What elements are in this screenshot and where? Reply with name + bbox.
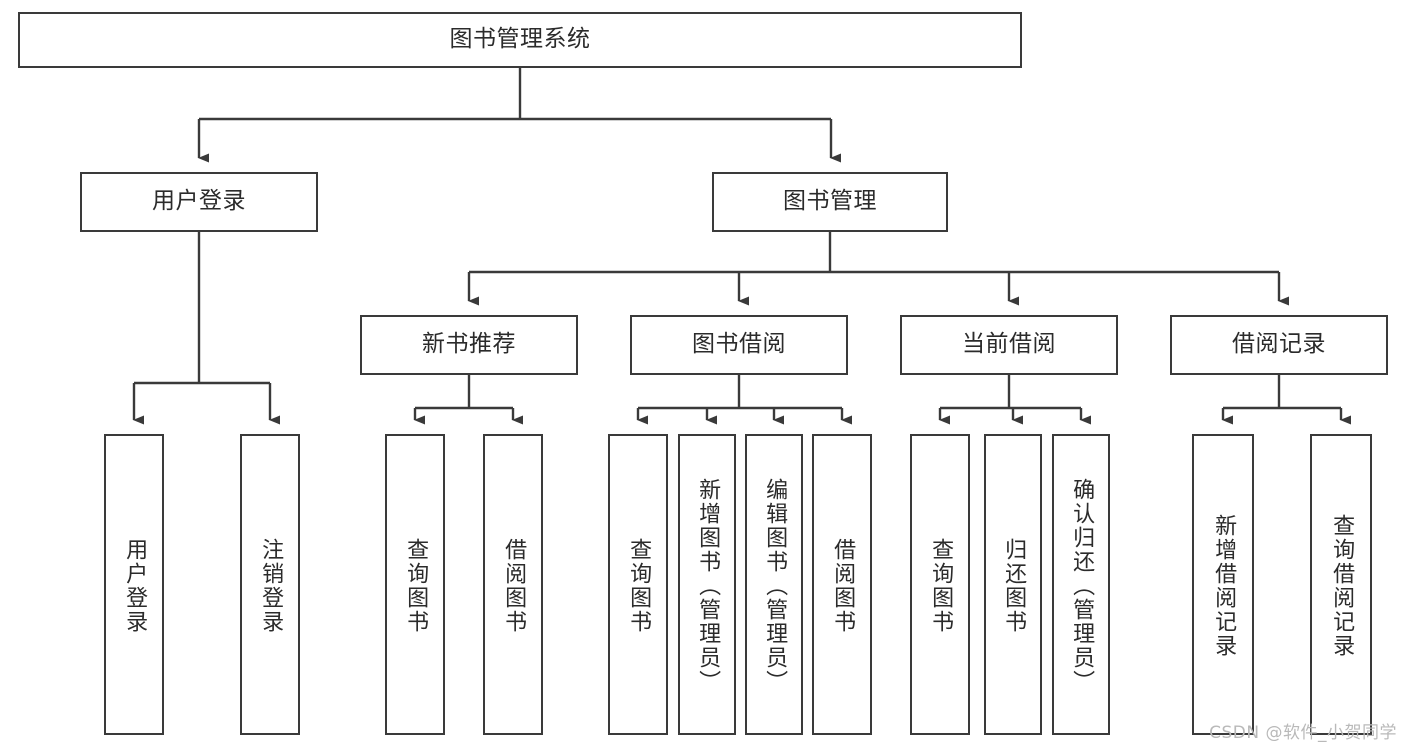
node-user-login-label: 用户登录 (152, 188, 246, 215)
node-book-management[interactable]: 图书管理 (712, 172, 948, 232)
leaf-node[interactable]: 查询借阅记录 (1310, 434, 1372, 735)
leaf-node-label: 查询图书 (626, 537, 652, 634)
leaf-node-label: 编辑图书（管理员） (762, 477, 788, 694)
leaf-node-label: 查询图书 (928, 537, 954, 634)
node-current-borrow[interactable]: 当前借阅 (900, 315, 1118, 375)
leaf-node[interactable]: 注销登录 (240, 434, 300, 735)
node-book-borrow[interactable]: 图书借阅 (630, 315, 848, 375)
leaf-node[interactable]: 归还图书 (984, 434, 1042, 735)
leaf-node[interactable]: 确认归还（管理员） (1052, 434, 1110, 735)
leaf-node-label: 借阅图书 (501, 537, 527, 634)
leaf-node-label: 查询图书 (403, 537, 429, 634)
leaf-node[interactable]: 用户登录 (104, 434, 164, 735)
leaf-node[interactable]: 查询图书 (910, 434, 970, 735)
leaf-node[interactable]: 新增图书（管理员） (678, 434, 736, 735)
node-root-label: 图书管理系统 (449, 26, 591, 53)
node-new-book-recommend-label: 新书推荐 (422, 331, 516, 358)
leaf-node-label: 借阅图书 (830, 537, 856, 634)
leaf-node-label: 确认归还（管理员） (1069, 477, 1095, 694)
node-root[interactable]: 图书管理系统 (18, 12, 1022, 68)
node-borrow-record-label: 借阅记录 (1232, 331, 1326, 358)
node-book-borrow-label: 图书借阅 (692, 331, 786, 358)
leaf-node-label: 注销登录 (258, 537, 284, 634)
leaf-node[interactable]: 借阅图书 (483, 434, 543, 735)
leaf-node[interactable]: 借阅图书 (812, 434, 872, 735)
leaf-node[interactable]: 新增借阅记录 (1192, 434, 1254, 735)
leaf-node[interactable]: 查询图书 (385, 434, 445, 735)
leaf-node-label: 新增图书（管理员） (695, 477, 721, 694)
leaf-node-label: 用户登录 (122, 537, 148, 634)
node-book-management-label: 图书管理 (783, 188, 877, 215)
node-borrow-record[interactable]: 借阅记录 (1170, 315, 1388, 375)
leaf-node[interactable]: 编辑图书（管理员） (745, 434, 803, 735)
leaf-node-label: 归还图书 (1001, 537, 1027, 634)
node-new-book-recommend[interactable]: 新书推荐 (360, 315, 578, 375)
leaf-node-label: 新增借阅记录 (1211, 513, 1237, 658)
leaf-node[interactable]: 查询图书 (608, 434, 668, 735)
leaf-node-label: 查询借阅记录 (1329, 513, 1355, 658)
node-user-login[interactable]: 用户登录 (80, 172, 318, 232)
node-current-borrow-label: 当前借阅 (962, 331, 1056, 358)
